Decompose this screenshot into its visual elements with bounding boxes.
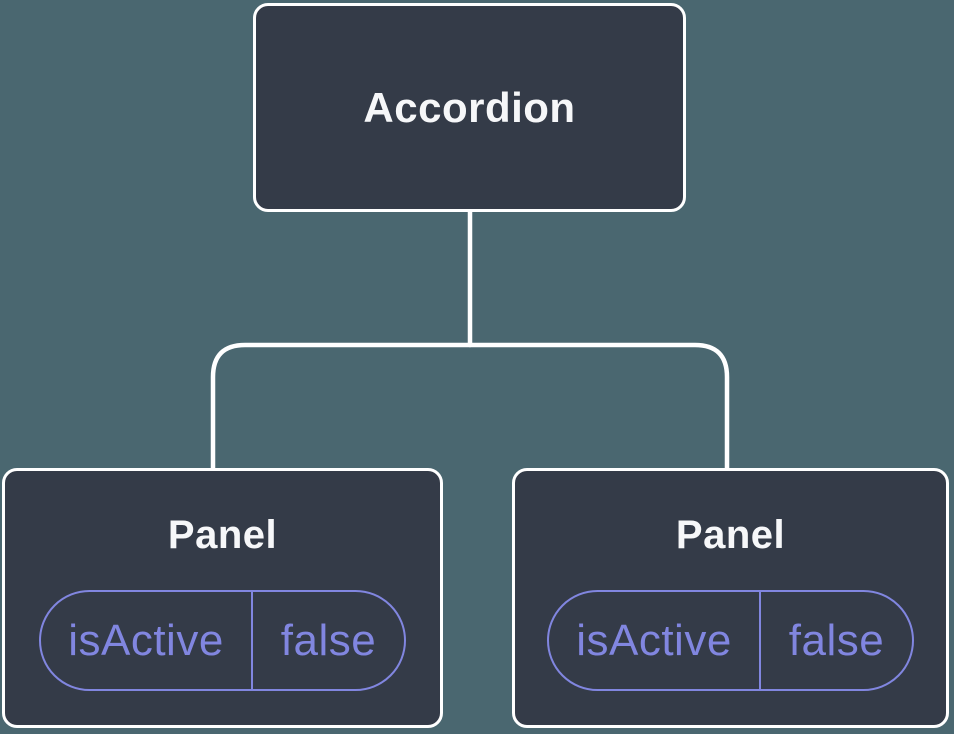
- state-value: false: [280, 615, 377, 665]
- component-node-accordion: Accordion: [253, 3, 686, 212]
- state-value: false: [788, 615, 885, 665]
- component-node-panel-right: Panel isActive false: [512, 468, 949, 728]
- state-pill: isActive false: [39, 590, 406, 691]
- state-key: isActive: [549, 592, 761, 689]
- component-node-panel-left: Panel isActive false: [2, 468, 443, 728]
- state-key: isActive: [41, 592, 253, 689]
- state-pill: isActive false: [547, 590, 914, 691]
- component-label: Accordion: [363, 83, 576, 131]
- component-label: Panel: [167, 513, 278, 557]
- connector-bracket: [210, 342, 730, 473]
- component-label: Panel: [675, 513, 786, 557]
